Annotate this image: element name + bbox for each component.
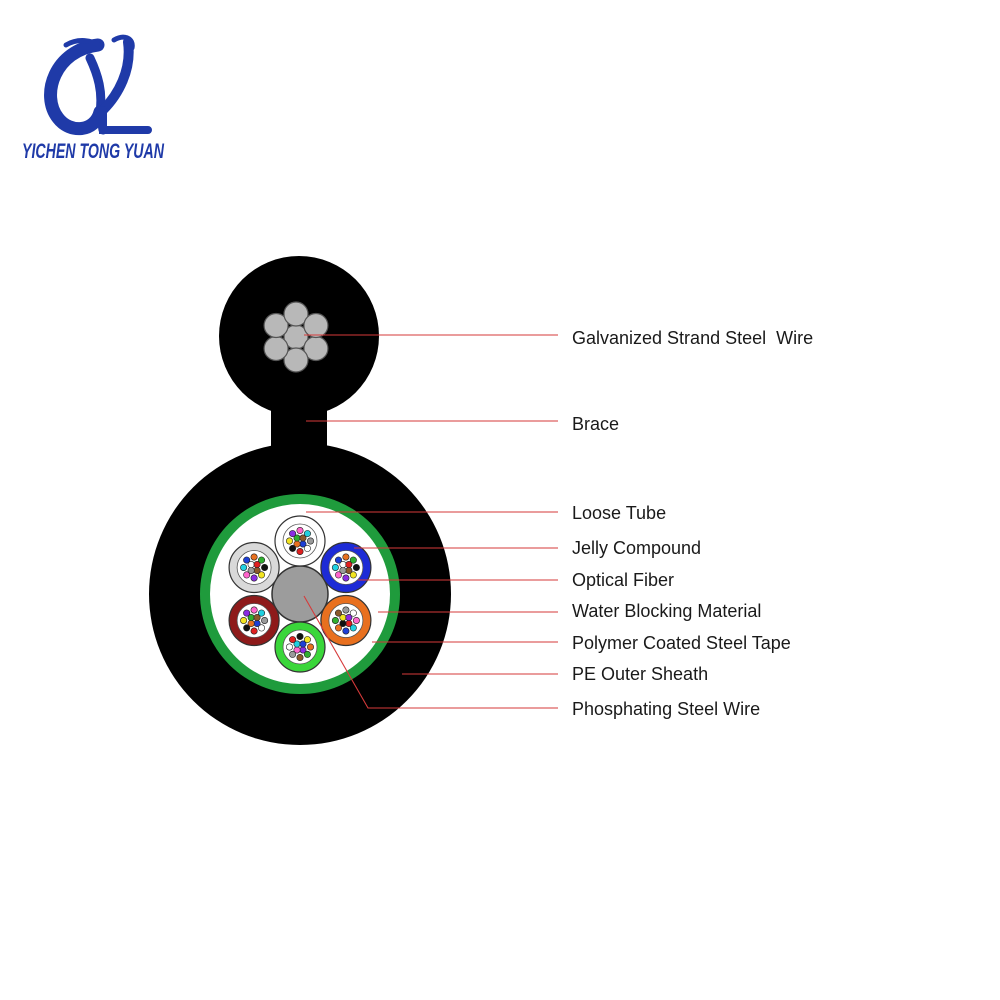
strand-wire bbox=[283, 301, 309, 327]
optical-fiber bbox=[342, 553, 350, 561]
optical-fiber bbox=[285, 537, 293, 545]
optical-fiber bbox=[253, 614, 261, 622]
optical-fiber bbox=[349, 571, 357, 579]
optical-fiber bbox=[250, 574, 258, 582]
optical-fiber bbox=[243, 571, 251, 579]
optical-fiber bbox=[331, 616, 339, 624]
strand-wire bbox=[263, 335, 289, 362]
optical-fiber bbox=[345, 561, 353, 569]
loose-tube bbox=[320, 541, 372, 594]
optical-fiber bbox=[303, 650, 311, 658]
optical-fiber bbox=[261, 616, 269, 624]
optical-fiber bbox=[303, 544, 311, 552]
strand-wire bbox=[303, 312, 329, 339]
galvanized-strand-wires bbox=[263, 301, 329, 373]
optical-fiber bbox=[349, 609, 357, 617]
loose-tube bbox=[274, 515, 326, 567]
label-brace: Brace bbox=[572, 414, 619, 434]
optical-fiber bbox=[240, 616, 248, 624]
optical-fiber bbox=[296, 653, 304, 661]
logo-mark-icon bbox=[44, 34, 152, 136]
optical-fiber bbox=[296, 632, 304, 640]
optical-fiber bbox=[243, 624, 251, 632]
optical-fiber bbox=[352, 616, 360, 624]
brand-name: YICHEN TONG YUAN bbox=[22, 140, 165, 163]
optical-fiber bbox=[334, 556, 342, 564]
optical-fiber bbox=[258, 624, 266, 632]
optical-fiber bbox=[334, 624, 342, 632]
optical-fiber bbox=[258, 609, 266, 617]
optical-fiber bbox=[243, 609, 251, 617]
optical-fiber bbox=[250, 627, 258, 635]
leader-line bbox=[303, 595, 558, 709]
optical-fiber bbox=[303, 530, 311, 538]
optical-fiber bbox=[285, 643, 293, 651]
optical-fiber bbox=[342, 627, 350, 635]
strand-wire bbox=[283, 347, 309, 373]
optical-fiber bbox=[349, 624, 357, 632]
optical-fiber bbox=[240, 563, 248, 571]
label-pe-outer-sheath: PE Outer Sheath bbox=[572, 664, 708, 684]
messenger-section bbox=[219, 256, 379, 464]
optical-fiber bbox=[306, 537, 314, 545]
label-galvanized-strand-steel-wire: Galvanized Strand Steel Wire bbox=[572, 328, 813, 348]
label-water-blocking-material: Water Blocking Material bbox=[572, 601, 761, 621]
optical-fiber bbox=[243, 556, 251, 564]
optical-fiber bbox=[296, 526, 304, 534]
optical-fiber bbox=[334, 609, 342, 617]
optical-fiber bbox=[258, 556, 266, 564]
loose-tubes-group bbox=[228, 515, 372, 673]
loose-tube bbox=[228, 594, 280, 647]
leader-lines bbox=[303, 334, 558, 709]
loose-tube bbox=[274, 621, 326, 673]
optical-fiber bbox=[349, 556, 357, 564]
optical-fiber bbox=[345, 614, 353, 622]
optical-fiber bbox=[250, 553, 258, 561]
optical-fiber bbox=[299, 640, 307, 648]
optical-fiber bbox=[342, 606, 350, 614]
optical-fiber bbox=[342, 574, 350, 582]
strand-wire bbox=[263, 312, 289, 339]
label-phosphating-steel-wire: Phosphating Steel Wire bbox=[572, 699, 760, 719]
optical-fiber bbox=[261, 563, 269, 571]
main-cable-section bbox=[149, 443, 451, 745]
optical-fiber bbox=[250, 606, 258, 614]
label-polymer-coated-steel-tape: Polymer Coated Steel Tape bbox=[572, 633, 791, 653]
optical-fiber bbox=[289, 636, 297, 644]
optical-fiber bbox=[334, 571, 342, 579]
optical-fiber bbox=[289, 530, 297, 538]
central-strength-member bbox=[271, 565, 329, 623]
label-jelly-compound: Jelly Compound bbox=[572, 538, 701, 558]
label-optical-fiber: Optical Fiber bbox=[572, 570, 674, 590]
label-loose-tube: Loose Tube bbox=[572, 503, 666, 523]
brand-logo: YICHEN TONG YUAN bbox=[22, 34, 165, 163]
component-labels: Galvanized Strand Steel Wire Brace Loose… bbox=[572, 328, 813, 719]
optical-fiber bbox=[289, 544, 297, 552]
optical-fiber bbox=[296, 547, 304, 555]
optical-fiber bbox=[253, 561, 261, 569]
optical-fiber bbox=[352, 563, 360, 571]
loose-tube bbox=[320, 594, 372, 647]
optical-fiber bbox=[331, 563, 339, 571]
loose-tube bbox=[228, 541, 280, 594]
optical-fiber bbox=[303, 636, 311, 644]
optical-fiber bbox=[258, 571, 266, 579]
optical-fiber bbox=[306, 643, 314, 651]
optical-fiber bbox=[289, 650, 297, 658]
optical-fiber bbox=[299, 534, 307, 542]
